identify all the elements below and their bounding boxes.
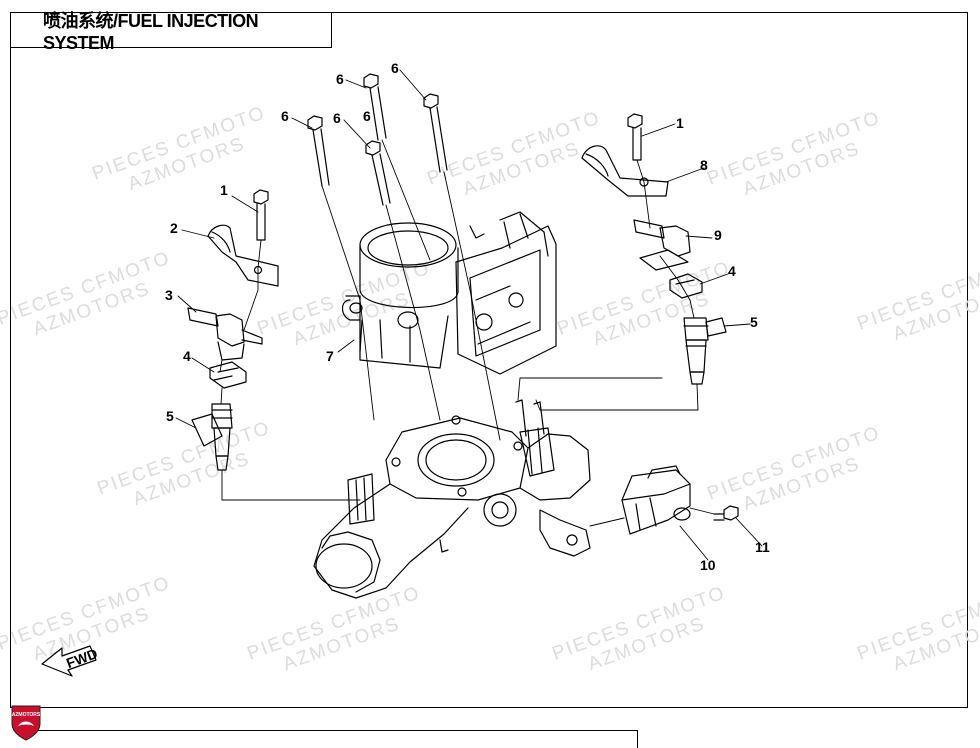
footer-line: [38, 730, 638, 748]
callout-6-d: 6: [391, 60, 399, 76]
callout-4-right: 4: [728, 263, 736, 279]
clip-4-right: [669, 273, 703, 299]
throttle-body-7: [341, 211, 557, 375]
azmotors-logo: AZMOTORS: [11, 705, 41, 741]
callout-5-left: 5: [166, 408, 174, 424]
callout-1-left: 1: [220, 182, 228, 198]
map-sensor-10: [621, 465, 691, 535]
callout-7: 7: [326, 348, 334, 364]
injector-5-left: [191, 403, 233, 471]
watermarks: PIECES CFMOTO AZMOTORS PIECES CFMOTO AZM…: [0, 102, 980, 675]
callouts: 6 6 6 6 6 1 2 3 4 5 7 1 8 9 4 5 10 11: [165, 60, 770, 573]
bolt-11: [713, 505, 739, 521]
bolt-6-d: [423, 93, 448, 173]
callout-9: 9: [714, 227, 722, 243]
callout-6-e: 6: [363, 108, 371, 124]
diagram-frame: [10, 12, 968, 708]
assembly-lines: [219, 139, 715, 527]
bracket-8: [581, 145, 669, 197]
bolt-6-b: [365, 140, 391, 206]
title-box: 喷油系统/FUEL INJECTION SYSTEM: [10, 11, 332, 53]
clip-4-left: [209, 361, 247, 389]
bolt-1-left: [253, 189, 269, 241]
intake-manifold: [313, 399, 591, 599]
callout-4-left: 4: [183, 348, 191, 364]
fwd-arrow: [41, 645, 97, 677]
callout-3: 3: [165, 287, 173, 303]
callout-5-right: 5: [750, 314, 758, 330]
bolt-6-c: [363, 73, 387, 141]
callout-2: 2: [170, 220, 178, 236]
fuel-connector-3: [187, 307, 263, 361]
callout-6-b: 6: [333, 110, 341, 126]
injector-5-right: [683, 317, 727, 385]
bolt-6-a: [307, 115, 330, 187]
bracket-2: [207, 224, 279, 287]
callout-8: 8: [700, 157, 708, 173]
leader-lines: [175, 69, 763, 561]
callout-6-a: 6: [281, 108, 289, 124]
fuel-connector-9: [633, 219, 691, 271]
callout-1-right: 1: [676, 115, 684, 131]
callout-10: 10: [700, 557, 716, 573]
callout-6-c: 6: [336, 71, 344, 87]
page-title: 喷油系统/FUEL INJECTION SYSTEM: [43, 10, 259, 53]
bolt-1-right: [627, 113, 643, 161]
logo-text: AZMOTORS: [12, 712, 41, 718]
callout-11: 11: [755, 539, 770, 555]
